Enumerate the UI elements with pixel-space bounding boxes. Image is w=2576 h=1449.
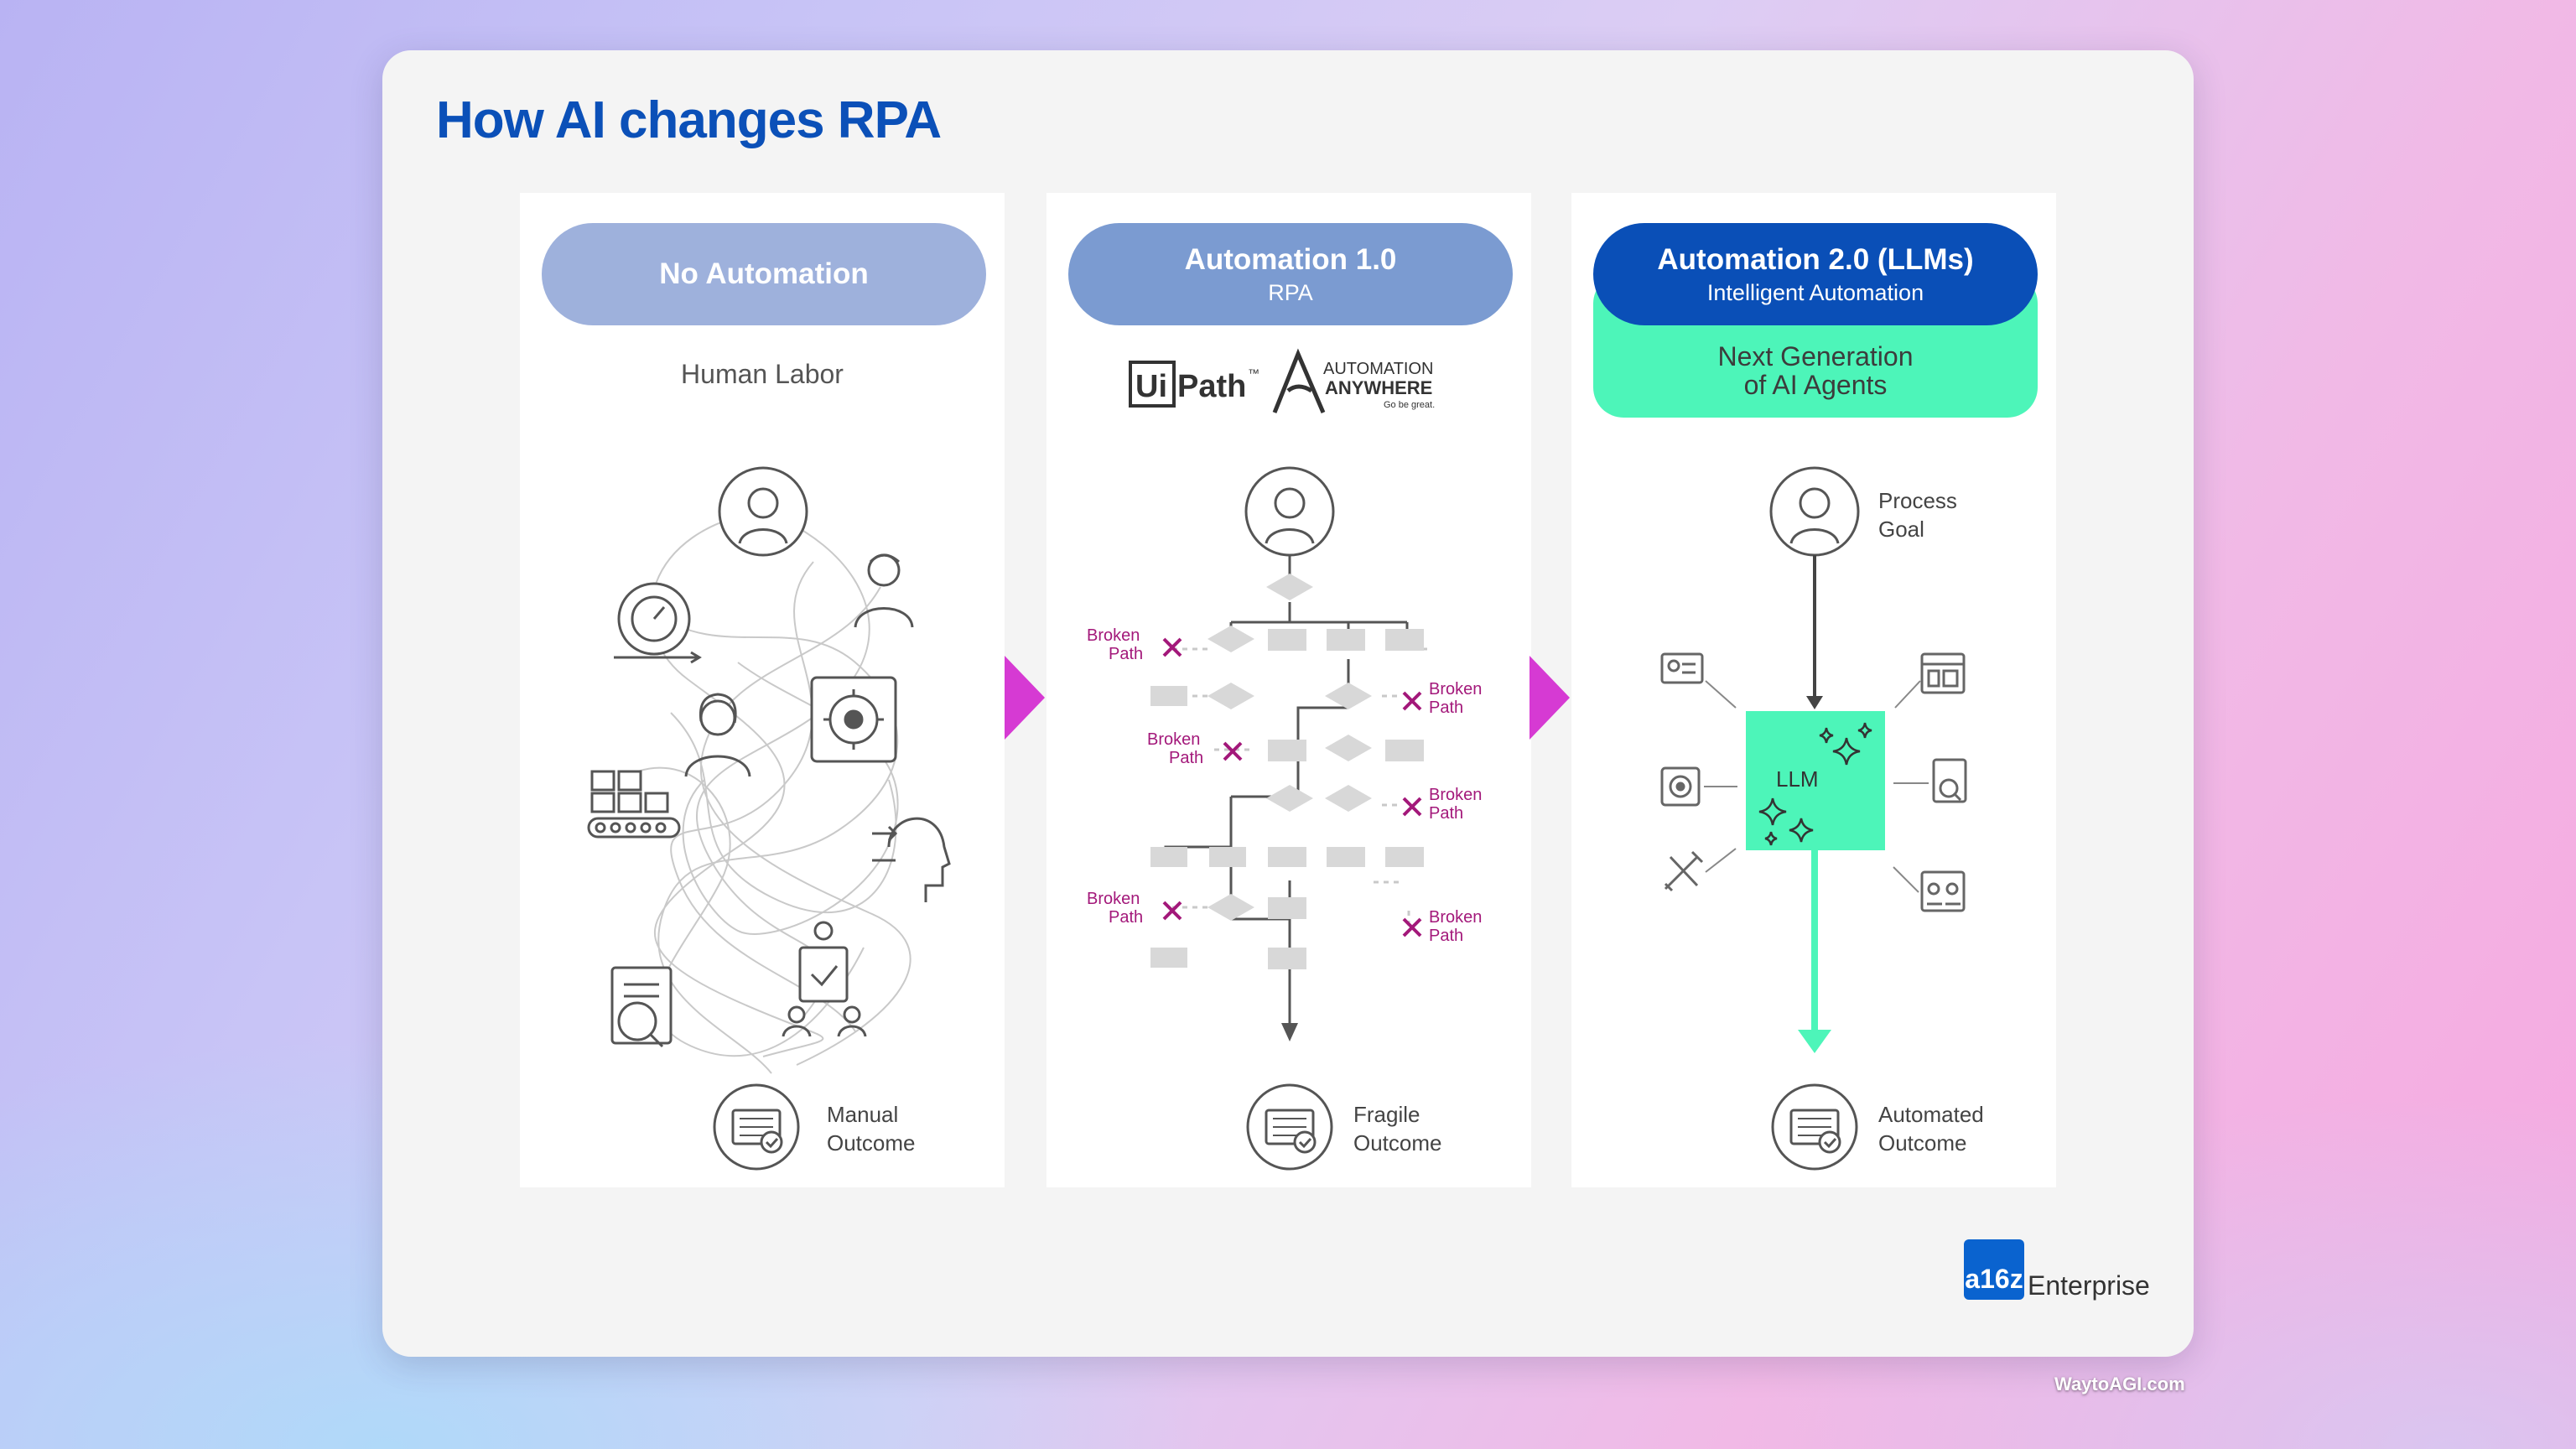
- input-arrows: [1704, 680, 1929, 893]
- automation-anywhere-logo: AUTOMATION ANYWHERE Go be great.: [1272, 348, 1435, 413]
- svg-text:Ui: Ui: [1135, 369, 1167, 404]
- broken-path-markers: [1162, 637, 1422, 937]
- column-automation-1: Automation 1.0 RPA Ui Path ™ AUTOMATION …: [1046, 193, 1531, 1187]
- svg-text:™: ™: [1248, 366, 1259, 380]
- pill-title: No Automation: [659, 257, 869, 290]
- svg-text:Broken: Broken: [1429, 786, 1482, 804]
- gear-icon: [810, 676, 897, 763]
- svg-text:Path: Path: [1429, 927, 1463, 945]
- outcome-label-line2: Outcome: [1353, 1130, 1442, 1156]
- pill-subtitle: RPA: [1268, 279, 1313, 305]
- x-mark-icon: [1223, 741, 1243, 761]
- svg-text:Broken: Broken: [1429, 680, 1482, 699]
- pill-no-automation: No Automation: [542, 223, 986, 325]
- outcome-label-line2: Outcome: [827, 1130, 916, 1156]
- x-mark-icon: [1402, 917, 1422, 937]
- browser-icon: [1920, 652, 1966, 694]
- goal-label-line1: Process: [1878, 488, 1957, 513]
- pill-title: Automation 1.0: [1184, 242, 1397, 276]
- goal-label-line2: Goal: [1878, 517, 1924, 542]
- svg-text:Path: Path: [1169, 749, 1203, 767]
- slide-card: How AI changes RPA No Automation Human L…: [382, 50, 2194, 1357]
- outcome-label-line2: Outcome: [1878, 1130, 1967, 1156]
- svg-text:Path: Path: [1177, 369, 1246, 404]
- svg-text:Path: Path: [1429, 699, 1463, 717]
- brand-text: Enterprise: [2028, 1270, 2150, 1301]
- x-mark-icon: [1402, 797, 1422, 817]
- person-icon: [854, 553, 914, 628]
- calendar-check-icon: [713, 1083, 800, 1171]
- person-icon: [684, 693, 751, 777]
- document-search-icon: [610, 966, 673, 1048]
- timer-icon: [614, 582, 702, 664]
- svg-text:Path: Path: [1109, 908, 1143, 927]
- person-icon: [1769, 466, 1860, 557]
- gear-icon: [1660, 766, 1701, 807]
- sparkle-icon: [1758, 722, 1872, 846]
- pill-title: Automation 2.0 (LLMs): [1657, 242, 1974, 276]
- x-mark-icon: [1402, 691, 1422, 711]
- person-icon: [1244, 466, 1335, 557]
- svg-text:ANYWHERE: ANYWHERE: [1325, 377, 1432, 398]
- svg-text:Broken: Broken: [1429, 908, 1482, 927]
- svg-text:Path: Path: [1429, 804, 1463, 823]
- a16z-logo: a16z: [1964, 1239, 2024, 1300]
- team-icon: [1920, 870, 1966, 912]
- svg-text:Broken: Broken: [1087, 890, 1140, 908]
- svg-text:Broken: Broken: [1087, 626, 1140, 645]
- rpa-flow-diagram: Ui Path ™ AUTOMATION ANYWHERE Go be grea…: [1087, 348, 1482, 1171]
- next-gen-label: Next Generation of AI Agents: [1717, 341, 1914, 400]
- column-no-automation: No Automation Human Labor: [520, 193, 1005, 1187]
- uipath-logo: Ui Path ™: [1129, 361, 1259, 408]
- tool-icons: [1660, 652, 1967, 912]
- document-search-icon: [1932, 758, 1967, 803]
- person-icon: [718, 466, 808, 557]
- pill-subtitle: Intelligent Automation: [1706, 279, 1924, 305]
- calendar-check-icon: [1771, 1083, 1858, 1171]
- llm-agent-diagram: Process Goal LLM: [1660, 466, 1984, 1171]
- pill-automation-2: Automation 2.0 (LLMs) Intelligent Automa…: [1593, 223, 2038, 325]
- svg-text:AUTOMATION: AUTOMATION: [1323, 360, 1433, 378]
- pill-automation-1: Automation 1.0 RPA: [1068, 223, 1513, 325]
- conveyor-icon: [587, 770, 681, 839]
- column-subtitle: Human Labor: [681, 359, 844, 389]
- svg-text:Path: Path: [1109, 645, 1143, 663]
- arrow-head: [1798, 1030, 1831, 1053]
- column-automation-2: Automation 2.0 (LLMs) Intelligent Automa…: [1571, 193, 2056, 1187]
- flow-nodes: [1150, 574, 1424, 969]
- outcome-label-line1: Automated: [1878, 1102, 1984, 1127]
- human-labor-illustration: Manual Outcome: [587, 466, 951, 1171]
- outcome-label-line1: Manual: [827, 1102, 898, 1127]
- llm-box: [1746, 711, 1885, 850]
- transition-arrow: [1530, 656, 1570, 740]
- arrow-head: [1806, 696, 1823, 709]
- id-card-icon: [1660, 652, 1704, 684]
- outcome-label-line1: Fragile: [1353, 1102, 1420, 1127]
- calendar-check-icon: [1246, 1083, 1333, 1171]
- transition-arrow: [1005, 656, 1045, 740]
- page-title: How AI changes RPA: [436, 91, 942, 149]
- x-mark-icon: [1162, 901, 1182, 921]
- arrow-head: [1281, 1023, 1298, 1041]
- svg-text:Broken: Broken: [1147, 730, 1200, 749]
- head-icon: [872, 817, 951, 902]
- tools-icon: [1664, 850, 1704, 892]
- team-icon: [782, 921, 867, 1037]
- svg-text:Go be great.: Go be great.: [1384, 400, 1435, 410]
- llm-label: LLM: [1776, 766, 1819, 792]
- broken-links: [1172, 647, 1432, 927]
- x-mark-icon: [1162, 637, 1182, 657]
- watermark: WaytoAGI.com: [2054, 1374, 2185, 1394]
